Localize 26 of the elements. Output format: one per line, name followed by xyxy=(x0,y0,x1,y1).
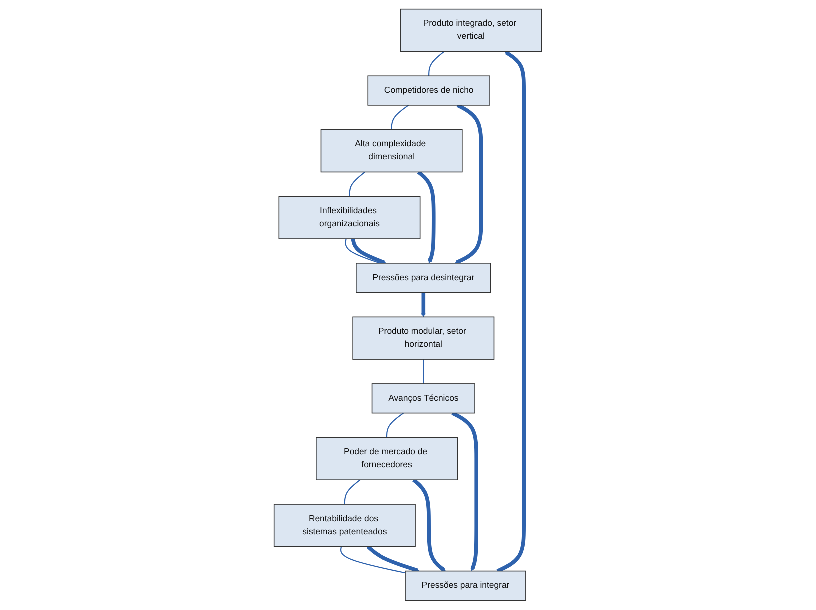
node-box: Produto modular, setor horizontal xyxy=(352,316,495,360)
arrow xyxy=(421,292,426,318)
node-box: Competidores de nicho xyxy=(368,76,490,106)
node-box: Avanços Técnicos xyxy=(372,384,476,414)
node-box: Produto integrado, setor vertical xyxy=(400,8,542,52)
arrow xyxy=(366,545,420,572)
node-box: Alta complexidade dimensional xyxy=(320,129,463,173)
connector xyxy=(423,360,424,384)
connector xyxy=(349,172,366,197)
node-box: Pressões para integrar xyxy=(405,570,526,602)
arrow xyxy=(351,238,386,264)
node-box: Poder de mercado de fornecedores xyxy=(316,437,458,480)
node-box: Inflexibilidades organizacionais xyxy=(278,196,421,240)
connector xyxy=(345,238,380,264)
connector xyxy=(428,51,445,76)
node-box: Pressões para desintegrar xyxy=(356,263,492,294)
arrow xyxy=(412,478,446,572)
arrow xyxy=(417,170,436,264)
arrow xyxy=(496,51,526,574)
arrow xyxy=(454,104,484,264)
connector xyxy=(344,480,361,505)
node-box: Rentabilidade dos sistemas patenteados xyxy=(274,504,416,548)
connector xyxy=(340,546,406,574)
connector xyxy=(391,105,410,130)
arrow xyxy=(452,412,478,572)
connector xyxy=(386,412,404,438)
